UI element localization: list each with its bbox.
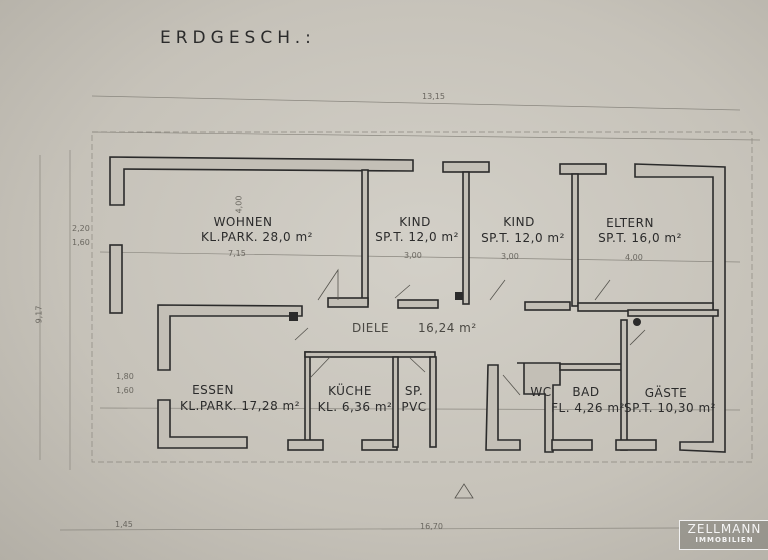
room-kueche-detail: KL. 6,36 m²: [317, 400, 393, 414]
wall-stair-left: [485, 364, 521, 451]
room-wc-name: WC: [530, 385, 552, 399]
dim-w-kind2: 3,00: [501, 252, 519, 261]
room-eltern-detail: SP.T. 16,0 m²: [598, 231, 682, 245]
wall-essen-bottom: [157, 399, 248, 449]
room-sp-detail: PVC: [401, 400, 427, 414]
room-wohnen-detail: KL.PARK. 28,0 m²: [201, 230, 313, 244]
wall-kind-eltern: [571, 173, 579, 307]
dim-bottom-left: 1,45: [115, 520, 133, 529]
room-gaeste-name: GÄSTE: [644, 386, 688, 400]
wall-eltern-top: [559, 163, 607, 175]
wall-bad-bottom: [551, 439, 593, 451]
wall-essen-top: [157, 304, 303, 371]
wall-hall-3: [524, 301, 571, 311]
room-eltern-name: ELTERN: [606, 216, 654, 230]
room-wohnen-name: WOHNEN: [213, 215, 273, 229]
walls: [109, 156, 726, 453]
wall-kueche-top: [304, 351, 436, 358]
wall-wohnen-left: [109, 244, 123, 314]
wall-sp-right: [429, 356, 437, 448]
dim-w-wohnen: 7,15: [228, 249, 246, 258]
room-diele-name: DIELE: [352, 321, 390, 335]
north-triangle-icon: [454, 483, 474, 499]
dim-top-total: 13,15: [422, 92, 445, 101]
dim-w-eltern: 4,00: [625, 253, 643, 262]
dim-w-kind1: 3,00: [404, 251, 422, 260]
plan-title: ERDGESCH.:: [160, 28, 316, 48]
logo-sub: IMMOBILIEN: [695, 536, 754, 544]
room-kind2-name: KIND: [503, 215, 535, 229]
room-bad-name: BAD: [572, 385, 600, 399]
chimney-icon: [289, 312, 298, 321]
door-swings: [294, 268, 646, 499]
dimension-line-top: [91, 95, 741, 111]
dim-left-window2-a: 1,80: [116, 372, 134, 381]
wall-kueche-bottom-2: [361, 439, 398, 451]
wall-wc: [517, 362, 561, 453]
wall-kind-kind: [462, 171, 470, 305]
wall-hall-2: [397, 299, 439, 309]
chimney-icon: [633, 318, 641, 326]
dim-bottom-total: 16,70: [420, 522, 443, 531]
room-kueche-name: KÜCHE: [328, 384, 372, 398]
wall-bad-gaeste: [620, 319, 628, 451]
dimension-line-bottom: [59, 527, 681, 531]
dim-h-wohnen: 4,00: [234, 195, 244, 214]
wall-gaeste-bottom: [615, 439, 657, 451]
zellmann-logo: ZELLMANN IMMOBILIEN: [679, 520, 768, 550]
wall-bad-top: [559, 363, 623, 371]
room-kind1-detail: SP.T. 12,0 m²: [375, 230, 459, 244]
building-outline-dashed: [91, 131, 753, 463]
dim-left-window2-b: 1,60: [116, 386, 134, 395]
room-sp-name: SP.: [404, 384, 424, 398]
wall-wohnen-kind: [361, 169, 369, 305]
room-essen-name: ESSEN: [192, 383, 234, 397]
logo-name: ZELLMANN: [687, 522, 762, 536]
wall-right: [634, 163, 726, 453]
wall-kueche-bottom-1: [287, 439, 324, 451]
room-kind1-name: KIND: [399, 215, 431, 229]
wall-kueche-sp: [392, 356, 399, 448]
wall-gaeste-top: [627, 309, 719, 317]
wall-essen-kueche: [304, 351, 311, 445]
chimney-icon: [455, 292, 463, 300]
dim-left-height: 9,17: [34, 305, 44, 324]
room-essen-detail: KL.PARK. 17,28 m²: [179, 399, 301, 413]
wall-hall-1: [327, 297, 369, 308]
dim-left-window1-b: 1,60: [72, 238, 90, 247]
room-gaeste-detail: SP.T. 10,30 m²: [623, 401, 717, 415]
room-bad-detail: FL. 4,26 m²: [551, 401, 625, 415]
wall-wohnen-top: [109, 156, 414, 206]
wall-kind-top: [442, 161, 490, 173]
room-diele-detail: 16,24 m²: [418, 321, 477, 335]
room-kind2-detail: SP.T. 12,0 m²: [481, 231, 565, 245]
dim-left-window1-a: 2,20: [72, 224, 90, 233]
